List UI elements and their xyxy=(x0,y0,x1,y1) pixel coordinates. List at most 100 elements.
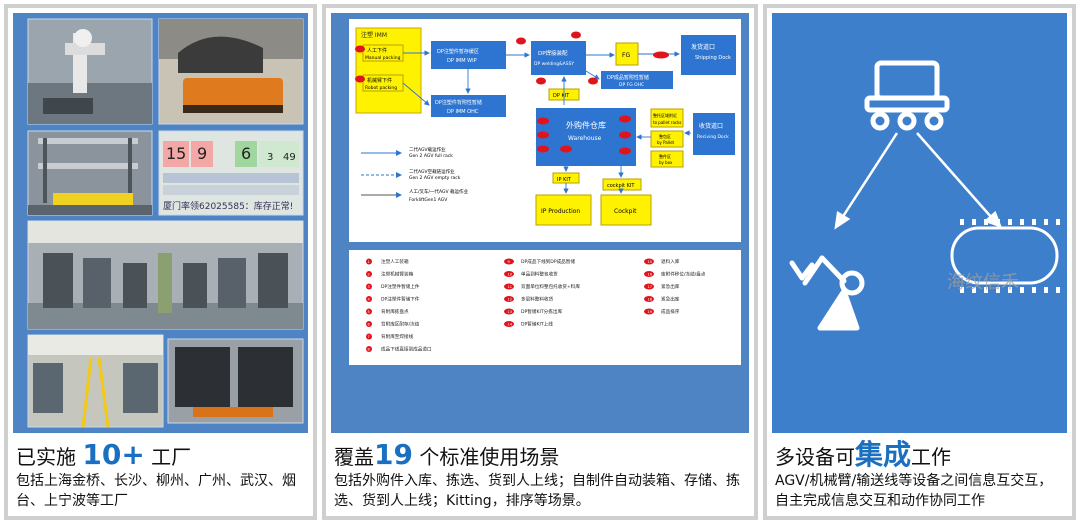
scenario-item: DP暂储KIT上线 xyxy=(521,321,553,328)
scenario-heading: 覆盖19 个标准使用场景 xyxy=(334,438,560,471)
scenario-item: 注塑人工装箱 xyxy=(381,258,409,265)
conveyor-post xyxy=(984,287,988,293)
svg-text:DP IMM OHC: DP IMM OHC xyxy=(447,109,479,115)
svg-text:DP焊接装配: DP焊接装配 xyxy=(538,49,568,57)
status-board-photo xyxy=(158,130,304,216)
scenario-item: 单品到料整包收货 xyxy=(521,271,558,278)
scenario-item: DP注塑件暂储上件 xyxy=(381,283,420,290)
conveyor-post xyxy=(984,219,988,225)
svg-text:人工/叉车/一代AGV 载运作业: 人工/叉车/一代AGV 载运作业 xyxy=(409,188,469,195)
svg-text:DP KIT: DP KIT xyxy=(553,93,570,99)
welding-block xyxy=(531,41,586,75)
board-number-4: 3 xyxy=(267,152,274,163)
scenario-badge xyxy=(504,308,514,315)
scenario-item: 多层料整料收货 xyxy=(521,296,554,303)
conveyor-post xyxy=(960,219,964,225)
robot-arm-photo xyxy=(27,18,153,125)
svg-text:DP FG OHC: DP FG OHC xyxy=(619,82,644,88)
svg-text:DP注塑件暂存缓区: DP注塑件暂存缓区 xyxy=(437,48,479,55)
scenario-badge xyxy=(644,258,654,265)
scenario-badge-number: 17 xyxy=(648,285,652,289)
scenario-badge xyxy=(366,321,372,327)
svg-text:Gen 2 AGV full rack: Gen 2 AGV full rack xyxy=(409,153,453,159)
integration-caption: 多设备可集成工作 AGV/机械臂/输送线等设备之间信息互交互，自主完成信息交互和… xyxy=(775,441,1066,511)
scenario-item: 紧急出库 xyxy=(661,283,680,290)
scenario-badge xyxy=(504,296,514,302)
tire-rack-photo xyxy=(167,338,304,424)
integration-emphasis: 集成 xyxy=(855,438,912,471)
scenario-count: 19 xyxy=(374,438,413,471)
scenario-badge xyxy=(366,346,372,352)
scenario-badge-number: 15 xyxy=(648,260,652,264)
svg-text:ForkliftGen1 AGV: ForkliftGen1 AGV xyxy=(409,197,448,203)
scenario-item: DP成品下线到DP成品暂储 xyxy=(521,258,575,265)
factory-count: 10+ xyxy=(82,438,145,471)
watermark-text: 海纹信禾 xyxy=(947,272,1019,293)
ip-production-block xyxy=(535,194,592,226)
scenario-item: 背附库拣盘点 xyxy=(381,308,409,315)
scenario-item: DP暂储KIT分拣出库 xyxy=(521,308,562,315)
scenario-badge xyxy=(366,296,372,302)
conveyor-post xyxy=(1044,287,1048,293)
svg-text:发货道口: 发货道口 xyxy=(691,43,715,51)
scenario-item: 成品下线直接到成品道口 xyxy=(381,346,432,353)
board-scroll-text: 厦门率领62025585：库存正常! xyxy=(163,202,294,212)
conveyor-post xyxy=(1020,219,1024,225)
photo-collage-svg xyxy=(27,18,304,428)
warehouse-photo xyxy=(27,220,304,330)
svg-text:机械臂下件: 机械臂下件 xyxy=(367,77,392,84)
svg-text:by box: by box xyxy=(659,160,673,165)
svg-text:Gen 2 AGV empty rack: Gen 2 AGV empty rack xyxy=(409,175,461,181)
scenario-badge xyxy=(366,308,372,315)
svg-text:收货道口: 收货道口 xyxy=(699,122,723,130)
connection-arrows xyxy=(834,132,1003,230)
factory-description: 包括上海金桥、长沙、柳州、广州、武汉、烟台、上宁波等工厂 xyxy=(16,473,296,509)
scenario-item: 双面单位料整包托收货+料库 xyxy=(521,283,580,290)
scenario-badge-number: 19 xyxy=(648,310,652,314)
svg-text:整件区: 整件区 xyxy=(659,153,671,159)
conveyor-post xyxy=(996,287,1000,293)
aisle-photo xyxy=(27,334,164,428)
svg-text:Cockpit: Cockpit xyxy=(614,208,637,215)
scenario-badge xyxy=(644,271,654,277)
scenario-badge-number: 13 xyxy=(508,310,512,314)
svg-text:整托区域附近: 整托区域附近 xyxy=(653,112,677,118)
rack-agv-photo xyxy=(27,130,153,216)
cockpit-block xyxy=(600,194,652,226)
scenario-badge xyxy=(644,296,654,302)
scenario-badge-number: 2 xyxy=(368,273,370,277)
svg-text:DP welding&ASSY: DP welding&ASSY xyxy=(534,61,574,67)
svg-text:IP Production: IP Production xyxy=(541,208,580,215)
scenario-badge xyxy=(366,333,372,340)
imm-label: 注塑 IMM xyxy=(361,31,387,39)
factory-heading: 已实施 10+ 工厂 xyxy=(16,438,192,471)
conveyor-post xyxy=(1032,219,1036,225)
shipping-dock-block xyxy=(681,35,736,75)
scenario-item: 库附件移位/冻结/盘点 xyxy=(661,271,706,278)
scenario-list-card xyxy=(349,250,741,365)
scenario-badge-number: 14 xyxy=(508,323,513,327)
svg-text:外购件仓库: 外购件仓库 xyxy=(566,120,606,130)
factory-caption: 已实施 10+ 工厂 包括上海金桥、长沙、柳州、广州、武汉、烟台、上宁波等工厂 xyxy=(16,441,307,511)
scenario-badge-number: 1 xyxy=(368,260,370,264)
conveyor-post xyxy=(1032,287,1036,293)
scenario-badge-number: 9 xyxy=(508,260,510,264)
scenario-badge xyxy=(366,283,372,290)
svg-text:Warehouse: Warehouse xyxy=(568,135,602,142)
factory-panel: 15 9 6 3 49 厦门率领62025585：库存正常! 已实施 10+ 工… xyxy=(4,4,317,520)
svg-text:Manual packing: Manual packing xyxy=(365,55,401,61)
scenario-badge xyxy=(504,321,514,327)
scenario-item: 背附库区耐存/冻结 xyxy=(381,321,420,328)
conveyor-post xyxy=(972,219,976,225)
factory-photo-collage: 15 9 6 3 49 厦门率领62025585：库存正常! xyxy=(13,13,308,433)
integration-description: AGV/机械臂/输送线等设备之间信息互交互，自主完成信息交互和动作协同工作 xyxy=(775,473,1053,509)
imm-wip-block xyxy=(431,41,506,69)
flow-arrows xyxy=(402,50,691,194)
scenario-badge-number: 7 xyxy=(368,335,370,339)
scenario-panel: 注塑 IMM 人工下件 Manual packing 机械臂下件 Robot p… xyxy=(322,4,758,520)
scenario-badge xyxy=(644,283,654,290)
svg-text:Shipping Dock: Shipping Dock xyxy=(695,55,731,61)
board-number-2: 9 xyxy=(197,144,208,163)
conveyor-icon xyxy=(950,226,1059,285)
scenario-item: 紧急出库 xyxy=(661,296,680,303)
